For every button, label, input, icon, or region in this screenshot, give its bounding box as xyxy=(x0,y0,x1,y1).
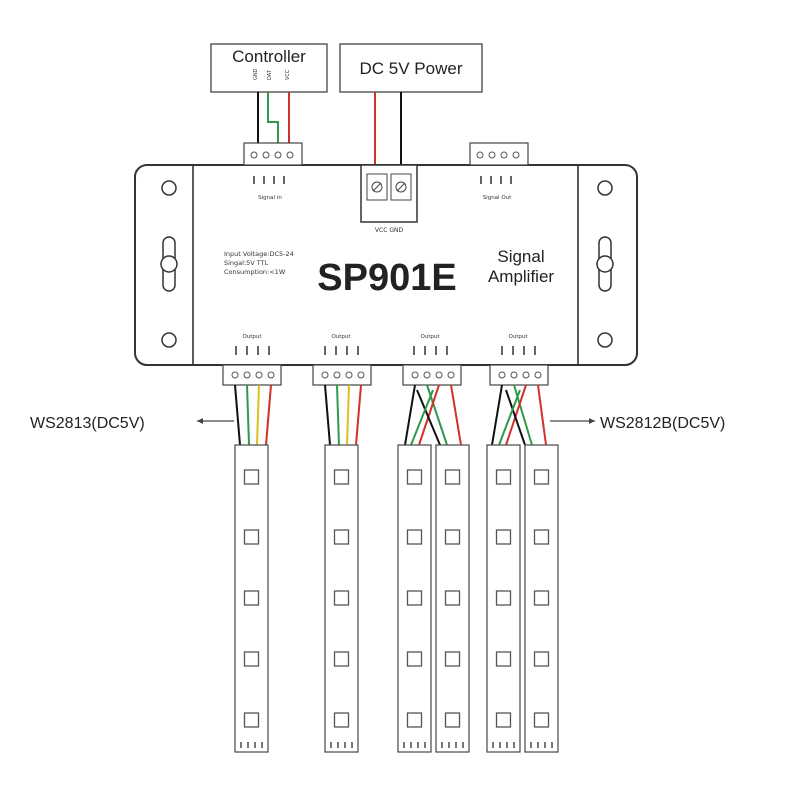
led-chip-icon xyxy=(406,469,423,485)
led-chip-icon xyxy=(406,590,423,606)
output-3-wires xyxy=(404,384,462,446)
output-connector-2 xyxy=(312,364,372,386)
signal-in-label: Signal in xyxy=(258,195,282,201)
led-strip xyxy=(397,444,432,753)
led-strip xyxy=(435,444,470,753)
led-chip-icon xyxy=(333,529,350,545)
led-chip-icon xyxy=(243,469,260,485)
led-chip-icon xyxy=(533,529,550,545)
led-strip xyxy=(324,444,359,753)
led-strip xyxy=(234,444,269,753)
output-connector-4 xyxy=(489,364,549,386)
left-strip-label: WS2813(DC5V) xyxy=(30,415,145,432)
led-chip-icon xyxy=(444,529,461,545)
spec-consumption: Consumption:<1W xyxy=(224,268,286,276)
output-label-1: Output xyxy=(242,334,262,340)
led-chip-icon xyxy=(243,651,260,667)
led-chip-icon xyxy=(444,712,461,728)
controller-pin-gnd: GND xyxy=(253,68,259,80)
led-chip-icon xyxy=(333,590,350,606)
controller-pin-dat: DAT xyxy=(267,69,273,80)
controller-data-wire xyxy=(267,92,279,148)
screw-icon xyxy=(371,181,383,193)
led-chip-icon xyxy=(533,469,550,485)
led-chip-icon xyxy=(533,712,550,728)
led-chip-icon xyxy=(444,651,461,667)
device-name-line1: Signal xyxy=(497,247,544,266)
led-strips xyxy=(234,444,559,753)
output-connector-3 xyxy=(402,364,462,386)
output-label-3: Output xyxy=(420,334,440,340)
mount-hole-icon xyxy=(597,332,613,348)
led-chip-icon xyxy=(406,529,423,545)
led-chip-icon xyxy=(333,651,350,667)
mount-slot-icon xyxy=(162,236,176,292)
spec-signal: Singal:5V TTL xyxy=(224,259,269,267)
output-4-wires xyxy=(491,384,547,446)
led-chip-icon xyxy=(533,651,550,667)
controller-label: Controller xyxy=(232,47,306,66)
model-label: SP901E xyxy=(317,257,456,299)
led-chip-icon xyxy=(495,590,512,606)
led-chip-icon xyxy=(243,529,260,545)
signal-out-label: Signal Out xyxy=(483,195,512,201)
mount-hole-icon xyxy=(597,180,613,196)
mount-slot-icon xyxy=(598,236,612,292)
screw-icon xyxy=(395,181,407,193)
controller-box xyxy=(210,43,328,93)
led-strip xyxy=(524,444,559,753)
signal-in-connector xyxy=(243,142,303,166)
led-chip-icon xyxy=(495,712,512,728)
right-strip-label: WS2812B(DC5V) xyxy=(600,415,725,432)
output-label-2: Output xyxy=(331,334,351,340)
mount-hole-icon xyxy=(161,332,177,348)
led-chip-icon xyxy=(495,469,512,485)
led-strip xyxy=(486,444,521,753)
spec-input-voltage: Input Voltage:DC5-24 xyxy=(224,250,294,258)
led-chip-icon xyxy=(243,590,260,606)
output-connector-1 xyxy=(222,364,282,386)
output-2-wires xyxy=(324,384,362,446)
controller-pin-vcc: VCC xyxy=(285,69,291,80)
mount-hole-icon xyxy=(161,180,177,196)
led-chip-icon xyxy=(333,712,350,728)
led-chip-icon xyxy=(495,651,512,667)
led-chip-icon xyxy=(406,651,423,667)
signal-out-connector xyxy=(469,142,529,166)
output-1-wires xyxy=(234,384,272,446)
led-chip-icon xyxy=(444,469,461,485)
power-box xyxy=(339,43,483,93)
led-chip-icon xyxy=(243,712,260,728)
power-label: DC 5V Power xyxy=(360,59,463,78)
output-label-4: Output xyxy=(508,334,528,340)
terminal-label: VCC GND xyxy=(375,227,404,234)
device-name-line2: Amplifier xyxy=(488,267,554,286)
led-chip-icon xyxy=(444,590,461,606)
arrow-left-icon xyxy=(197,418,203,424)
led-chip-icon xyxy=(406,712,423,728)
led-chip-icon xyxy=(495,529,512,545)
led-chip-icon xyxy=(333,469,350,485)
arrow-right-icon xyxy=(589,418,595,424)
led-chip-icon xyxy=(533,590,550,606)
